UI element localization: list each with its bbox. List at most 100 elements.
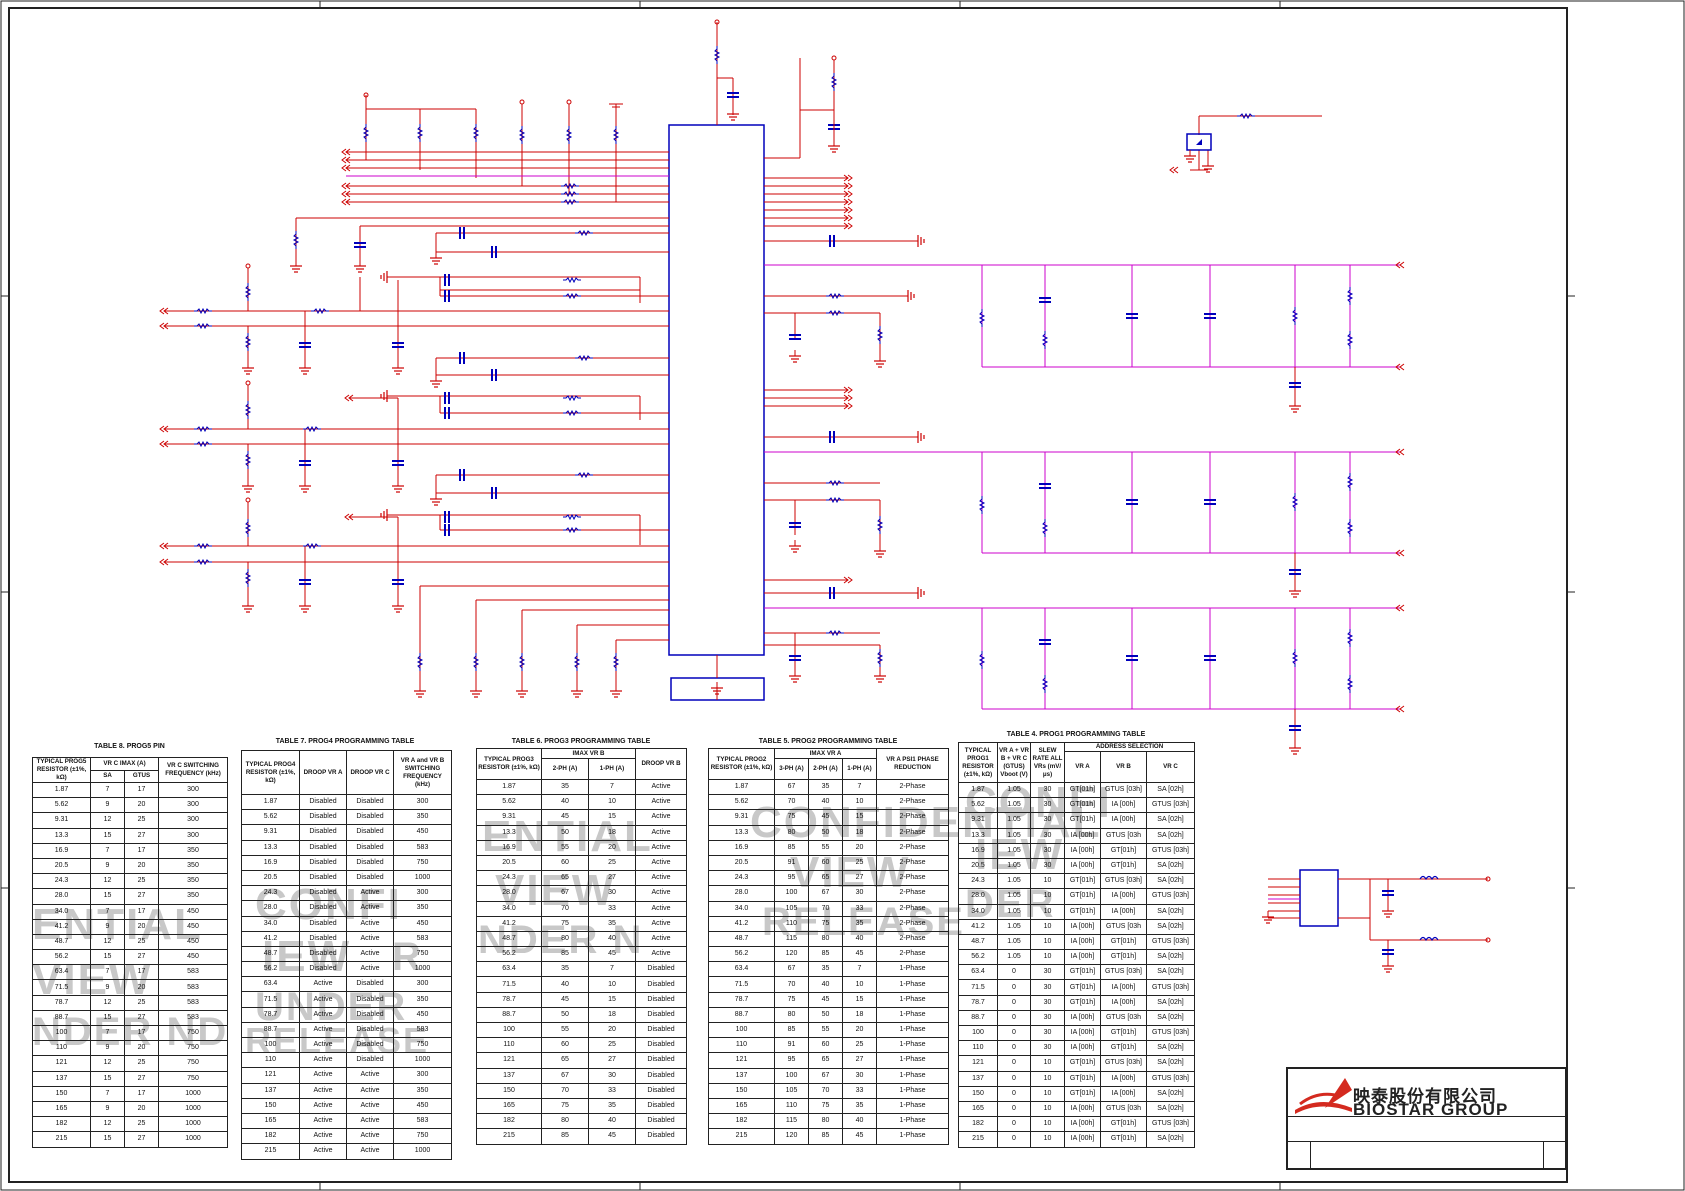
table-cell: SA [02h] [1145,964,1196,981]
table-cell: Active [299,1112,347,1130]
table-cell: 75 [774,991,809,1008]
table-cell: 110 [32,1040,91,1057]
table-cell: IA [00h] [1100,1085,1147,1102]
col-header: VR A PSI1 PHASE REDUCTION [876,748,950,780]
table-cell: 28.0 [958,888,998,905]
table-cell: Active [635,854,688,872]
table-cell: 20 [124,979,159,996]
table-cell: 165 [958,1100,998,1118]
table-cell: 165 [241,1112,300,1130]
table-cell: IA [00h] [1064,1116,1101,1133]
table-cell: GTUS [03h [1100,1100,1147,1118]
small-ic [1299,869,1339,927]
table-cell: 70 [774,794,809,811]
table-cell: Disabled [299,885,347,902]
table-cell: 13.3 [708,824,775,841]
table-cell: 27 [841,1052,878,1069]
table-cell: Active [635,900,688,917]
table-cell: 9 [90,857,125,875]
table-cell: 48.7 [476,930,542,948]
table-cell: 16.9 [476,839,542,856]
table-cell: 15 [587,991,637,1008]
table-cell: 40 [808,794,843,811]
table-cell: 91 [774,1037,809,1054]
table-cell: 0 [997,964,1031,981]
table-cell: 24.3 [32,873,91,890]
table-cell: IA [00h] [1100,994,1147,1011]
table-cell: 9 [90,797,125,814]
table-cell: 0 [997,1024,1031,1042]
table-cell: 750 [158,1070,228,1087]
table-cell: 1.87 [241,793,300,811]
table-cell: Active [299,1036,347,1054]
table-cell: 25 [841,854,878,872]
table-cell: Disabled [299,945,347,963]
col-header: DROOP VR B [635,748,688,780]
table-cell: 55 [808,1021,843,1039]
table-cell: 40 [541,976,589,993]
table-cell: 48.7 [32,933,91,951]
company-name-cn: 映泰股份有限公司 [1353,1087,1497,1106]
table-cell: 65 [541,870,589,887]
table-prog4-caption: TABLE 7. PROG4 PROGRAMMING TABLE [275,738,415,745]
table-cell: 12 [90,1055,125,1072]
table-prog1: TYPICAL PROG1 RESISTOR (±1%, kΩ) VR A + … [958,742,1196,1148]
table-cell: 12 [90,873,125,890]
table-cell: 7 [587,778,637,796]
table-cell: 27 [841,870,878,887]
table-cell: 40 [587,1113,637,1130]
table-cell: GTUS [03h] [1145,797,1196,814]
table-cell: 10 [1030,918,1065,935]
table-cell: 9.31 [241,824,300,841]
table-cell: GT[01h] [1064,1070,1101,1087]
table-cell: 24.3 [708,870,775,887]
table-cell: 750 [393,945,452,963]
mosfet-circuit [1190,115,1322,171]
table-cell: 7 [841,961,878,978]
table-cell: GT[01h] [1064,781,1101,799]
table-cell: 1.05 [997,918,1031,935]
table-cell: 1000 [393,869,452,887]
table-cell: 1-Phase [876,1052,950,1069]
table-cell: Disabled [635,1006,688,1024]
table-cell: 0 [997,1055,1031,1072]
prog-resistor-bank [419,585,669,685]
table-cell: 1000 [393,1143,452,1160]
table-cell: 25 [587,854,637,872]
table-cell: 1-Phase [876,1082,950,1099]
table-cell: 85 [774,839,809,856]
table-cell: 1.05 [997,949,1031,966]
table-cell: 20.5 [476,854,542,872]
title-block-divider [1288,1141,1565,1142]
table-cell: Disabled [635,1052,688,1069]
table-cell: 28.0 [708,885,775,902]
table-cell: 1-Phase [876,1037,950,1054]
table-cell: 40 [541,794,589,811]
table-cell: SA [02h] [1145,873,1196,890]
table-cell: 110 [958,1040,998,1057]
table-cell: GTUS [03h [1100,827,1147,844]
table-cell: 30 [1030,842,1065,859]
table-cell: 17 [124,1085,159,1102]
table-cell: 20 [124,1100,159,1118]
table-cell: GT[01h] [1064,797,1101,814]
table-cell: 35 [541,778,589,796]
table-cell: 7 [90,1024,125,1042]
